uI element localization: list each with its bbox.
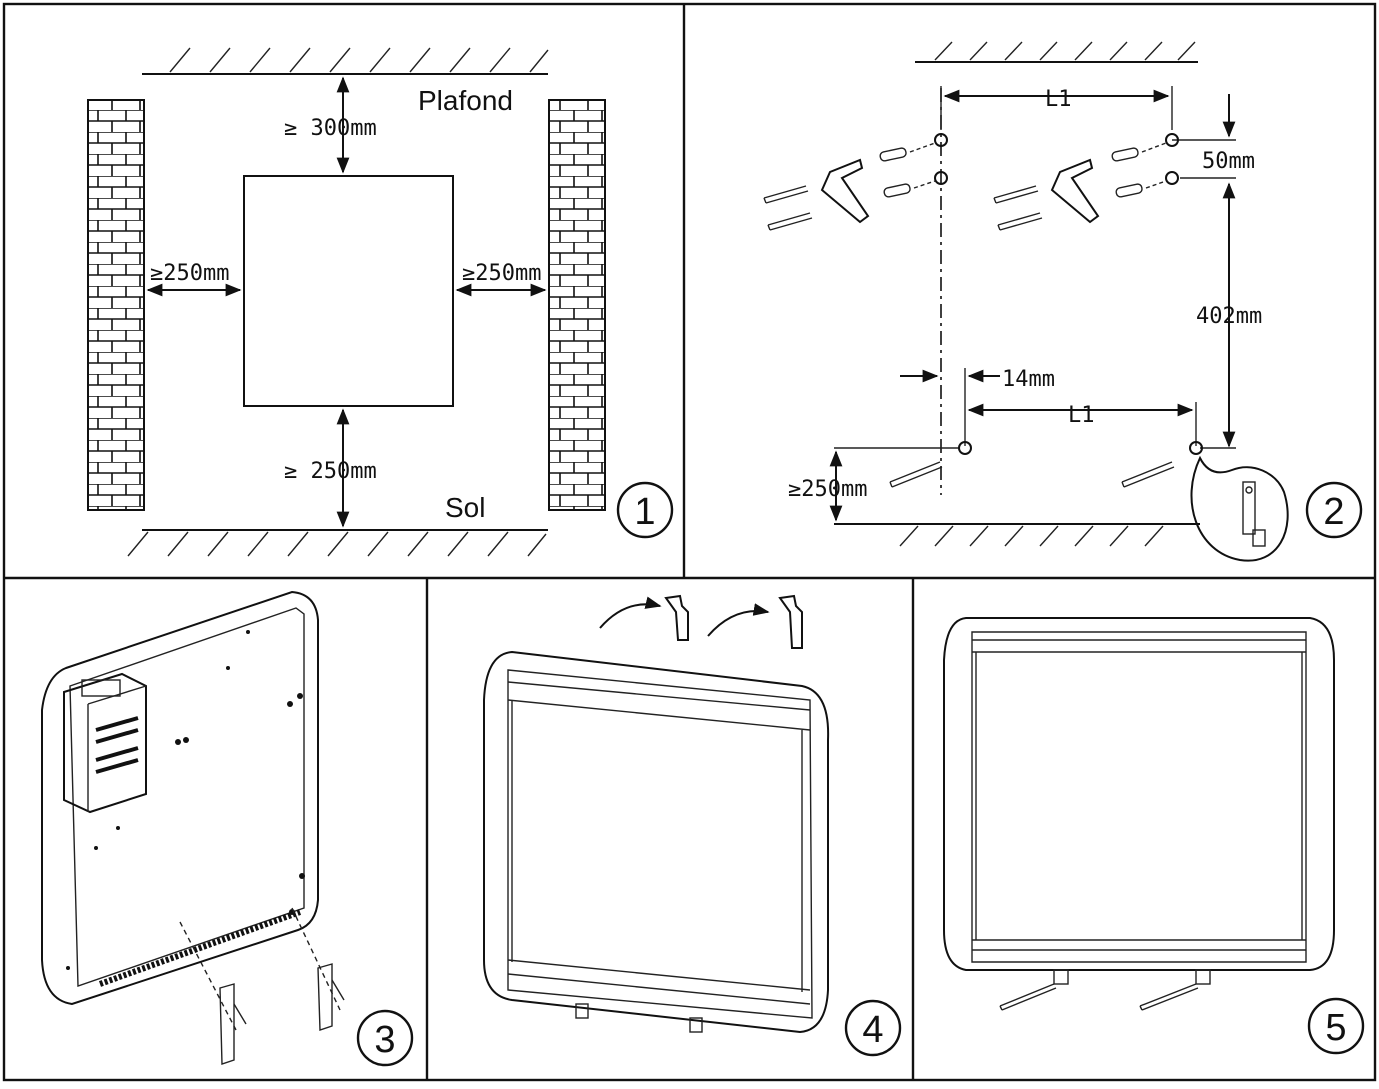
top-clearance-label: ≥ 300mm xyxy=(284,116,377,141)
step-number-1: 1 xyxy=(634,491,655,533)
ceiling-hatch-2 xyxy=(915,41,1198,63)
floor-label: Sol xyxy=(445,492,485,523)
rear-fixings xyxy=(66,630,305,970)
top-l1-label: L1 xyxy=(1045,87,1072,112)
right-clearance-label: ≥250mm xyxy=(462,261,541,286)
panel-4-lift-heater: 4 xyxy=(483,594,902,1057)
side-offset-label: 14mm xyxy=(1002,367,1055,392)
floor-clearance-label: ≥250mm xyxy=(788,477,867,502)
panel-3-hang-heater: 3 xyxy=(41,590,414,1067)
step-badge-5: 5 xyxy=(1307,997,1365,1055)
wall-screws xyxy=(763,185,1175,488)
vertical-spacing-label: 402mm xyxy=(1196,304,1262,329)
bottom-brackets xyxy=(179,907,345,1065)
step-badge-3: 3 xyxy=(356,1009,414,1067)
floor-hatch-2 xyxy=(834,523,1200,547)
left-brick-wall xyxy=(87,99,145,511)
panel-5-secure-heater: 5 xyxy=(943,617,1365,1055)
top-offset-label: 50mm xyxy=(1202,149,1255,174)
mounting-holes xyxy=(934,133,1203,455)
wall-plugs xyxy=(879,142,1167,198)
top-brackets xyxy=(664,594,803,649)
step-badge-1: 1 xyxy=(616,481,674,539)
step-number-5: 5 xyxy=(1325,1007,1346,1049)
step-number-4: 4 xyxy=(862,1009,883,1051)
step-badge-2: 2 xyxy=(1305,481,1363,539)
bottom-l1-label: L1 xyxy=(1068,403,1095,428)
right-brick-wall xyxy=(548,99,606,511)
wall-brackets xyxy=(820,158,1100,224)
heater-outline xyxy=(243,175,454,407)
panel-2-bracket-layout: L1 50mm 402mm 14mm L1 ≥250mm xyxy=(763,41,1363,562)
bottom-rail xyxy=(98,909,302,987)
clip-right-final xyxy=(1195,969,1211,985)
clip-right xyxy=(689,1017,703,1033)
clip-left xyxy=(575,1003,589,1019)
step-badge-4: 4 xyxy=(844,999,902,1057)
ceiling-hatch xyxy=(142,47,549,75)
floor-hatch xyxy=(127,529,548,557)
bottom-clearance-label: ≥ 250mm xyxy=(284,459,377,484)
step-number-3: 3 xyxy=(374,1019,395,1061)
heater-front-body xyxy=(483,650,830,1034)
lift-arrows xyxy=(599,596,770,637)
panel-1-clearances: Plafond Sol ≥ 300mm ≥ 250mm ≥250mm ≥250m… xyxy=(87,47,674,557)
control-box xyxy=(63,672,147,814)
securing-screws xyxy=(999,983,1199,1011)
ceiling-label: Plafond xyxy=(418,85,513,116)
heater-front-final xyxy=(943,617,1335,971)
left-clearance-label: ≥250mm xyxy=(150,261,229,286)
clip-left-final xyxy=(1053,969,1069,985)
detail-callout xyxy=(1190,455,1289,562)
heater-rear-body xyxy=(41,590,319,1006)
step-number-2: 2 xyxy=(1323,491,1344,533)
